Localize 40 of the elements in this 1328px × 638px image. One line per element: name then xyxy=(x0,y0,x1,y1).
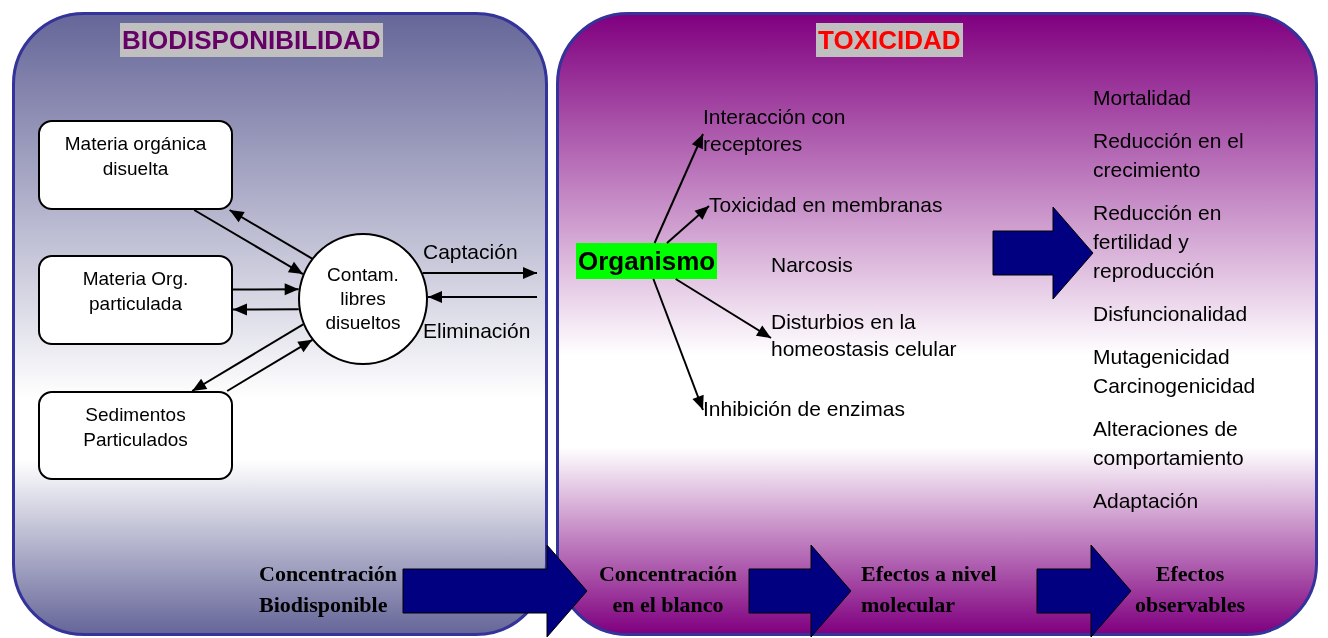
effect-item: Reducción en el crecimiento xyxy=(1093,128,1245,183)
stage-label: Concentración en el blanco xyxy=(587,559,749,623)
arrow xyxy=(226,338,314,392)
arrow xyxy=(421,267,538,279)
arrow xyxy=(232,303,300,316)
arrow xyxy=(653,133,704,244)
effect-label: Narcosis xyxy=(771,251,891,281)
effect-item: Disfuncionalidad xyxy=(1093,301,1249,327)
source-box: Materia orgánica disuelta xyxy=(38,120,233,210)
effect-item: Reducción en fertilidad y reproducción xyxy=(1093,200,1223,284)
arrow xyxy=(232,283,300,296)
effect-item: Alteraciones de comportamiento xyxy=(1093,416,1245,471)
effect-item: Mutagenicidad Carcinogenicidad xyxy=(1093,344,1257,399)
effect-label: Disturbios en la homeostasis celular xyxy=(771,308,1016,368)
effect-label: Inhibición de enzimas xyxy=(703,395,963,425)
effect-label: Toxicidad en membranas xyxy=(709,191,1009,221)
stage-label: Concentración Biodisponible xyxy=(259,559,403,623)
effect-item: Mortalidad xyxy=(1093,85,1193,111)
block-arrow xyxy=(1036,544,1132,638)
arrow xyxy=(427,291,538,303)
arrow xyxy=(193,209,304,276)
arrow xyxy=(652,278,704,411)
source-box: Materia Org. particulada xyxy=(38,255,233,345)
arrow xyxy=(191,323,305,392)
stage-label: Efectos a nivel molecular xyxy=(851,559,1037,623)
effect-label: Interacción con receptores xyxy=(703,103,903,165)
panel-background xyxy=(12,12,548,636)
stage-label: Efectos observables xyxy=(1131,559,1249,623)
arrow xyxy=(674,278,772,339)
effect-item: Adaptación xyxy=(1093,488,1200,514)
panel-heading: TOXICIDAD xyxy=(816,23,963,57)
block-arrow xyxy=(402,544,588,638)
arrow xyxy=(228,209,314,260)
arrow xyxy=(666,205,710,244)
source-box: Sedimentos Particulados xyxy=(38,391,233,480)
organism-label: Organismo xyxy=(576,243,718,279)
panel-heading: BIODISPONIBILIDAD xyxy=(120,23,383,57)
block-arrow xyxy=(748,544,852,638)
panel-background xyxy=(556,12,1318,636)
block-arrow xyxy=(992,206,1094,300)
